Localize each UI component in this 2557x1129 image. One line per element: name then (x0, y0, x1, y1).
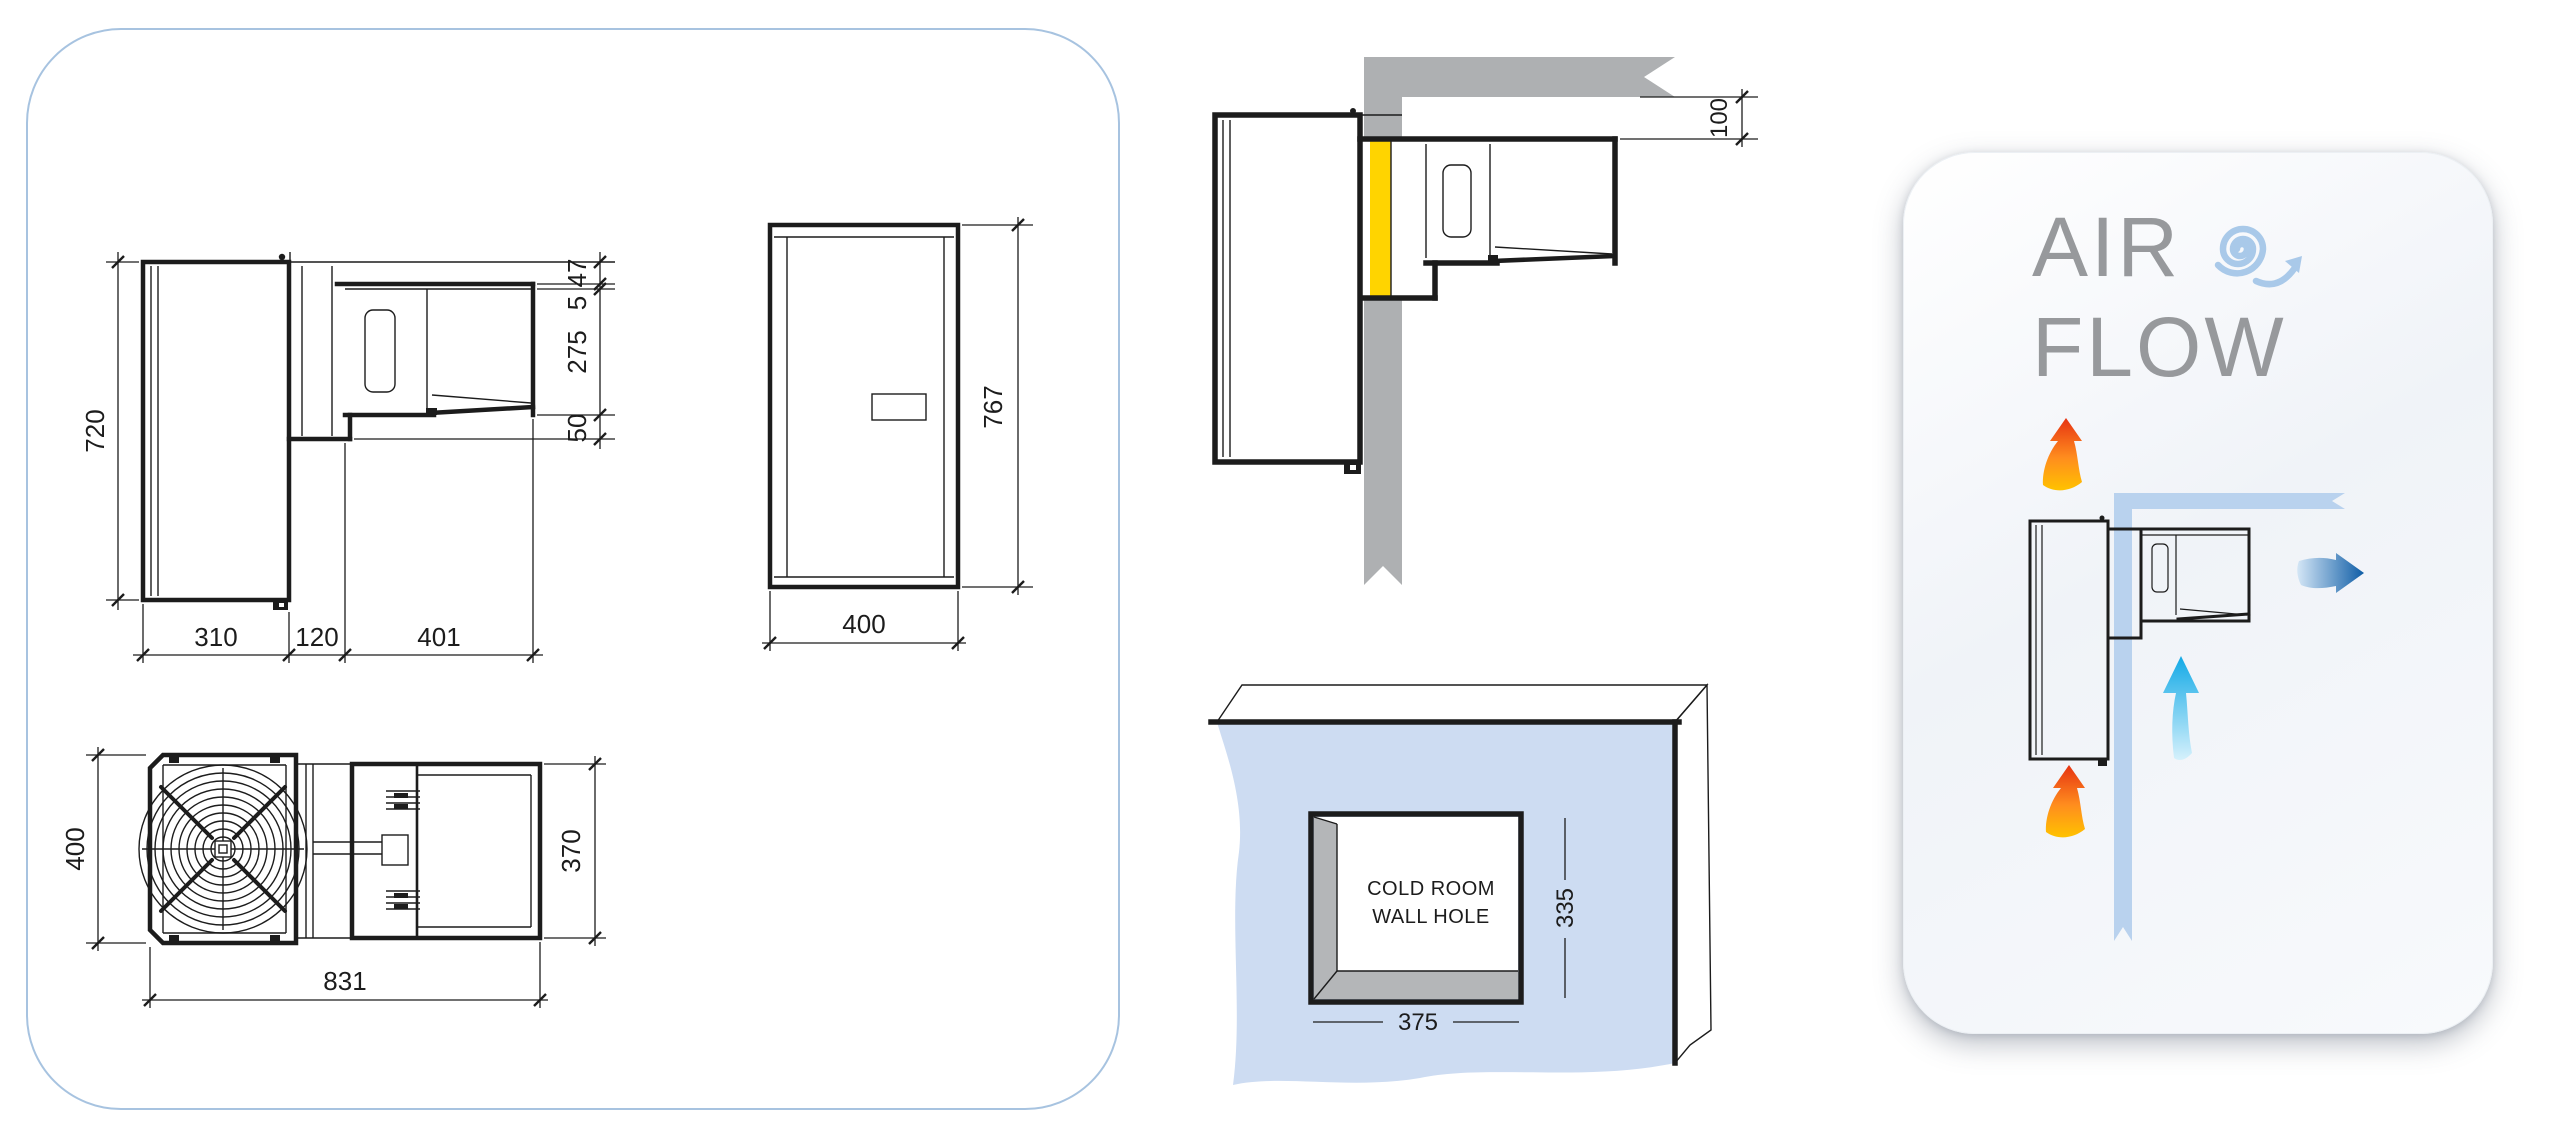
dim-label-400-top: 400 (60, 827, 90, 870)
dim-720: 720 (80, 252, 139, 610)
wall-upper (1364, 57, 1402, 141)
top-view-drawing: 400 370 831 (60, 747, 606, 1008)
dim-label-47: 47 (562, 259, 592, 288)
wall-hole-drawing: COLD ROOM WALL HOLE 375 335 (1208, 683, 1712, 1085)
front-outline (767, 222, 961, 590)
dim-label-400-front: 400 (842, 609, 885, 639)
airflow-title-line2: FLOW (2032, 300, 2287, 394)
wall-section-drawing: 100 (1212, 57, 1758, 585)
dim-100: 100 (1620, 89, 1758, 147)
dim-label-335: 335 (1552, 888, 1579, 928)
wall-hole-label-line1: COLD ROOM (1367, 878, 1495, 900)
dim-label-401: 401 (417, 622, 460, 652)
middle-section (296, 763, 352, 939)
wall-hole: COLD ROOM WALL HOLE (1308, 811, 1524, 1005)
condenser-section (1212, 108, 1402, 474)
dim-370: 370 (544, 756, 606, 946)
dim-label-120: 120 (295, 622, 338, 652)
wall-section-view: 100 (1150, 25, 1850, 605)
wall-band-ceiling (2114, 493, 2345, 509)
airflow-diagram (2028, 418, 2364, 941)
dim-400-front: 400 (762, 591, 966, 651)
insulation-strip (1370, 141, 1391, 298)
front-view-drawing: 767 400 (762, 217, 1033, 651)
wall-hole-view: COLD ROOM WALL HOLE 375 335 (1185, 590, 1755, 1129)
dim-label-370: 370 (556, 829, 586, 872)
evaporator-outline (334, 281, 536, 418)
condenser-outline (140, 252, 292, 610)
evaporator-top-outline (313, 761, 543, 941)
wall-lower (1364, 298, 1402, 585)
hot-air-out-arrow-icon (2042, 418, 2082, 491)
dim-bottom-chain: 310 120 401 (133, 419, 543, 663)
side-view: 720 47 5 275 50 (60, 140, 760, 700)
dim-label-50: 50 (562, 414, 592, 443)
fan-grille-icon (138, 764, 308, 934)
mini-unit-drawing (2028, 515, 2251, 766)
dim-label-831: 831 (323, 966, 366, 996)
side-view-drawing: 720 47 5 275 50 (80, 252, 615, 663)
dim-label-767: 767 (978, 385, 1008, 428)
dim-375: 375 (1313, 1009, 1519, 1036)
dim-831: 831 (142, 942, 548, 1008)
hot-air-in-arrow-icon (2045, 765, 2085, 838)
hole-bottom-reveal (1314, 971, 1518, 999)
dim-767: 767 (962, 217, 1033, 595)
dim-label-310: 310 (194, 622, 237, 652)
ceiling-slab (1364, 57, 1675, 97)
fan-motor-screws (386, 790, 420, 910)
hole-left-reveal (1314, 817, 1337, 999)
dim-label-5: 5 (562, 296, 592, 310)
dim-335: 335 (1552, 818, 1579, 998)
airflow-panel: AIR FLOW (1903, 152, 2493, 1034)
swirl-icon (2214, 225, 2302, 288)
wall-band-vertical (2114, 493, 2132, 941)
mounting-plate (286, 266, 353, 442)
cold-air-out-arrow-icon (2297, 553, 2364, 593)
dim-label-375: 375 (1398, 1009, 1438, 1036)
cold-air-in-arrow-icon (2163, 656, 2199, 761)
control-badge (871, 393, 927, 421)
wall-side-surface (1674, 683, 1712, 1065)
wall-hole-label-line2: WALL HOLE (1372, 906, 1490, 928)
dim-label-100: 100 (1706, 98, 1733, 138)
front-view: 767 400 (740, 180, 1140, 680)
dim-400-top: 400 (60, 747, 146, 951)
top-view: 400 370 831 (60, 715, 760, 1055)
evaporator-section (1423, 136, 1618, 266)
dim-label-275: 275 (562, 330, 592, 373)
dim-right-chain: 47 5 275 50 (354, 252, 615, 449)
dim-label-720: 720 (80, 409, 110, 452)
airflow-title-line1: AIR (2032, 200, 2182, 294)
wall-top-surface (1215, 684, 1709, 723)
